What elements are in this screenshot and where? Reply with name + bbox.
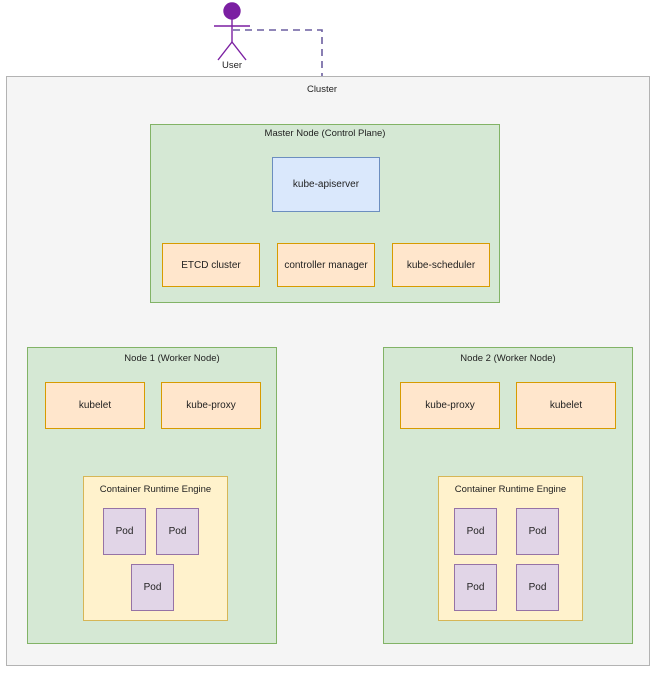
node-1-kubelet-label: kubelet [78, 400, 112, 411]
node-2-pod-3-label: Pod [466, 582, 485, 593]
node-1-pod-2[interactable]: Pod [156, 508, 199, 555]
node-2-kube-proxy-label: kube-proxy [425, 400, 475, 411]
node-2-pod-1-label: Pod [466, 526, 485, 537]
node-1-kubelet-box[interactable]: kubelet [45, 382, 145, 429]
kube-scheduler-box[interactable]: kube-scheduler [392, 243, 490, 287]
master-node-label: Master Node (Control Plane) [264, 128, 386, 139]
node-1-container-runtime-engine-label: Container Runtime Engine [99, 484, 212, 495]
node-2-pod-4[interactable]: Pod [516, 564, 559, 611]
node-2-pod-4-label: Pod [528, 582, 547, 593]
node-2-kube-proxy-box[interactable]: kube-proxy [400, 382, 500, 429]
node-2-pod-2[interactable]: Pod [516, 508, 559, 555]
node-1-pod-2-label: Pod [168, 526, 187, 537]
node-1-pod-1-label: Pod [115, 526, 134, 537]
node-1-kube-proxy-box[interactable]: kube-proxy [161, 382, 261, 429]
node-1-label: Node 1 (Worker Node) [124, 353, 220, 364]
user-label: User [221, 60, 243, 71]
kube-scheduler-label: kube-scheduler [406, 259, 476, 271]
etcd-cluster-box[interactable]: ETCD cluster [162, 243, 260, 287]
node-2-pod-1[interactable]: Pod [454, 508, 497, 555]
node-2-pod-2-label: Pod [528, 526, 547, 537]
node-2-pod-3[interactable]: Pod [454, 564, 497, 611]
etcd-cluster-label: ETCD cluster [181, 259, 241, 271]
controller-manager-box[interactable]: controller manager [277, 243, 375, 287]
controller-manager-label: controller manager [284, 259, 368, 271]
cluster-label: Cluster [306, 84, 338, 95]
node-2-label: Node 2 (Worker Node) [460, 353, 556, 364]
node-1-kube-proxy-label: kube-proxy [186, 400, 236, 411]
node-1-pod-3[interactable]: Pod [131, 564, 174, 611]
node-2-container-runtime-engine-label: Container Runtime Engine [454, 484, 567, 495]
node-2-kubelet-box[interactable]: kubelet [516, 382, 616, 429]
kube-apiserver-box[interactable]: kube-apiserver [272, 157, 380, 212]
kube-apiserver-label: kube-apiserver [292, 179, 360, 190]
user-stick-figure-icon [214, 2, 250, 61]
node-1-pod-1[interactable]: Pod [103, 508, 146, 555]
node-1-pod-3-label: Pod [143, 582, 162, 593]
node-2-kubelet-label: kubelet [549, 400, 583, 411]
